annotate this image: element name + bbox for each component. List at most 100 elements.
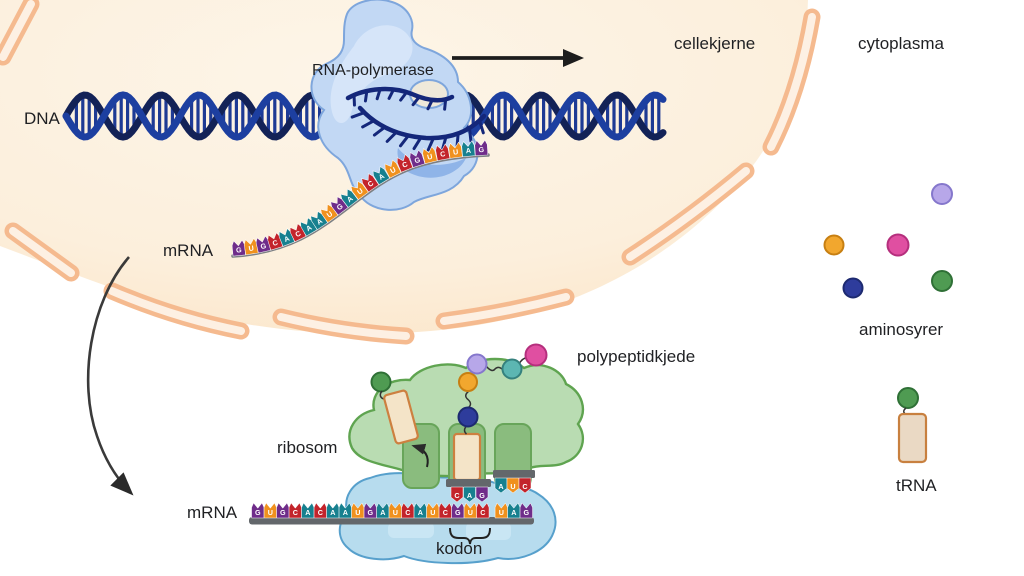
- unpaired-base: [361, 119, 376, 129]
- small-subunit-tab: [466, 522, 511, 540]
- svg-text:A: A: [304, 223, 313, 233]
- small-subunit-tab: [388, 522, 434, 538]
- chain-linker: [485, 365, 505, 372]
- nucleotide-A: A: [463, 486, 476, 503]
- svg-text:U: U: [452, 147, 458, 157]
- anticodon-bar: [493, 470, 535, 478]
- unpaired-base: [399, 90, 409, 102]
- amino-acid-pink: [524, 343, 548, 367]
- svg-text:G: G: [479, 491, 485, 500]
- nucleotide-G: G: [409, 149, 426, 168]
- trna-label: tRNA: [896, 476, 937, 495]
- amino-acid: [897, 387, 919, 409]
- svg-text:A: A: [315, 216, 324, 226]
- membrane-segment-core: [277, 313, 410, 340]
- mrna-top-label: mRNA: [163, 241, 214, 260]
- unpaired-base: [387, 88, 396, 100]
- trna-body: [452, 432, 482, 482]
- nucleotide-G: G: [519, 502, 533, 519]
- svg-text:C: C: [401, 159, 409, 169]
- unpaired-base: [426, 136, 435, 152]
- svg-text:G: G: [280, 508, 286, 517]
- nucleotide-U: U: [263, 502, 277, 519]
- svg-text:U: U: [248, 243, 255, 253]
- svg-text:G: G: [368, 508, 374, 517]
- amino-acid-pink: [886, 233, 910, 257]
- svg-text:U: U: [499, 508, 504, 517]
- svg-text:G: G: [260, 241, 268, 251]
- rna-polymerase-label: RNA-polymerase: [312, 62, 434, 79]
- unpaired-base: [426, 98, 434, 111]
- svg-text:C: C: [480, 508, 485, 517]
- transcription-direction-arrow: [452, 49, 584, 67]
- svg-text:A: A: [498, 482, 503, 491]
- svg-text:A: A: [467, 491, 472, 500]
- cytoplasma-label: cytoplasma: [858, 34, 944, 53]
- nucleotide-G: G: [251, 502, 265, 519]
- svg-text:C: C: [439, 149, 446, 159]
- amino-acid-orange: [458, 372, 478, 392]
- svg-text:A: A: [380, 508, 385, 517]
- dna-label: DNA: [24, 109, 60, 128]
- svg-text:U: U: [325, 209, 334, 219]
- unpaired-base: [350, 111, 366, 119]
- svg-text:U: U: [468, 508, 473, 517]
- transcription-bubble: [345, 86, 487, 152]
- nucleotide-A: A: [461, 140, 476, 158]
- svg-text:C: C: [522, 482, 527, 491]
- polypeptidkjede-label: polypeptidkjede: [577, 347, 696, 366]
- svg-text:C: C: [443, 508, 448, 517]
- svg-text:G: G: [413, 155, 421, 165]
- nucleotide-G: G: [474, 139, 489, 156]
- svg-text:G: G: [478, 145, 484, 154]
- nucleotide-A: A: [340, 188, 359, 208]
- trna-incoming: [370, 371, 429, 468]
- nucleotide-U: U: [506, 477, 520, 494]
- dna-single-strand: [345, 86, 455, 103]
- svg-text:U: U: [355, 186, 365, 196]
- svg-text:C: C: [271, 238, 279, 248]
- nucleotide-G: G: [475, 486, 489, 503]
- amino-acid-orange: [823, 234, 845, 256]
- svg-text:U: U: [426, 152, 433, 162]
- svg-text:C: C: [454, 491, 459, 500]
- unpaired-base: [411, 95, 421, 107]
- amino-acid-pool: [823, 183, 953, 299]
- svg-text:A: A: [418, 508, 423, 517]
- svg-text:G: G: [455, 508, 461, 517]
- unpaired-base: [399, 134, 410, 148]
- svg-text:C: C: [366, 179, 375, 189]
- svg-text:A: A: [511, 508, 516, 517]
- svg-text:A: A: [465, 146, 471, 155]
- nucleotide-A: A: [494, 477, 508, 494]
- svg-text:C: C: [293, 508, 298, 517]
- amino-acid: [370, 371, 392, 393]
- nucleotide-U: U: [384, 159, 402, 179]
- membrane-segment-core: [440, 293, 570, 325]
- amino-acid-green: [931, 270, 953, 292]
- svg-text:U: U: [393, 508, 398, 517]
- svg-text:U: U: [430, 508, 435, 517]
- svg-text:U: U: [268, 508, 273, 517]
- ribosom-label: ribosom: [277, 438, 338, 457]
- svg-text:U: U: [389, 165, 398, 175]
- nucleotide-C: C: [361, 173, 380, 193]
- nucleotide-A: A: [372, 166, 391, 186]
- amino-acid-teal: [501, 358, 523, 380]
- nucleotide-U: U: [422, 146, 438, 164]
- trna-body: [383, 389, 419, 445]
- membrane-segment-core: [626, 167, 750, 261]
- nucleotide-A: A: [326, 502, 340, 519]
- unpaired-base: [372, 125, 387, 137]
- svg-text:G: G: [524, 508, 530, 517]
- trna-entry-arrow: [411, 443, 429, 468]
- svg-text:C: C: [294, 229, 303, 239]
- svg-text:U: U: [355, 508, 360, 517]
- amino-acid-navy: [457, 406, 479, 428]
- cellekjerne-label: cellekjerne: [674, 34, 756, 53]
